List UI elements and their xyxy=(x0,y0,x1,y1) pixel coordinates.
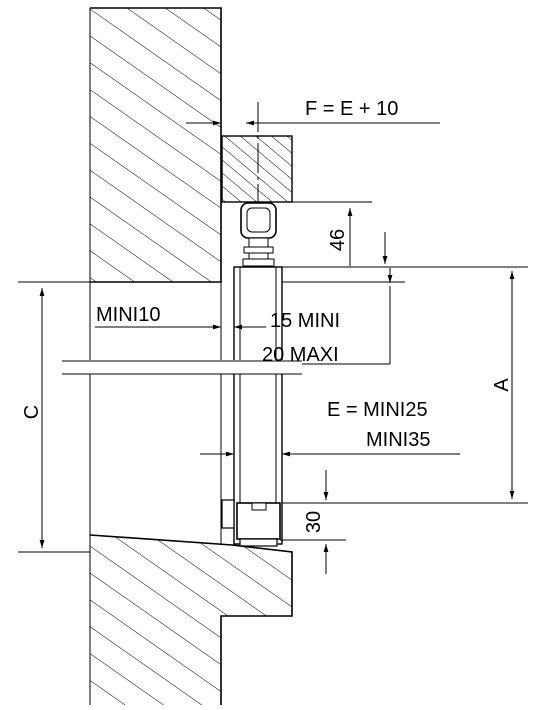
label-46: 46 xyxy=(327,229,349,251)
dim-a xyxy=(282,271,528,504)
bottom-guide xyxy=(221,499,281,547)
label-c: C xyxy=(21,405,43,419)
label-e-mini35: MINI35 xyxy=(366,429,430,451)
label-e-mini25: E = MINI25 xyxy=(327,399,428,421)
dim-15-20 xyxy=(302,268,393,365)
dim-c xyxy=(18,288,90,553)
wall-middle xyxy=(89,282,222,545)
lower-wall xyxy=(89,534,293,705)
label-mini10: MINI10 xyxy=(96,304,160,326)
door-leaf xyxy=(233,266,283,545)
label-30: 30 xyxy=(303,511,325,533)
upper-wall xyxy=(89,7,222,283)
break-line xyxy=(62,360,302,375)
label-a: A xyxy=(491,378,513,392)
label-15-mini: 15 MINI xyxy=(270,310,340,332)
roller-hanger xyxy=(240,202,277,267)
rail-beam xyxy=(221,135,293,203)
dim-30 xyxy=(280,470,346,574)
label-f-formula: F = E + 10 xyxy=(305,98,398,120)
dim-46 xyxy=(292,201,388,266)
label-20-maxi: 20 MAXI xyxy=(262,344,339,366)
